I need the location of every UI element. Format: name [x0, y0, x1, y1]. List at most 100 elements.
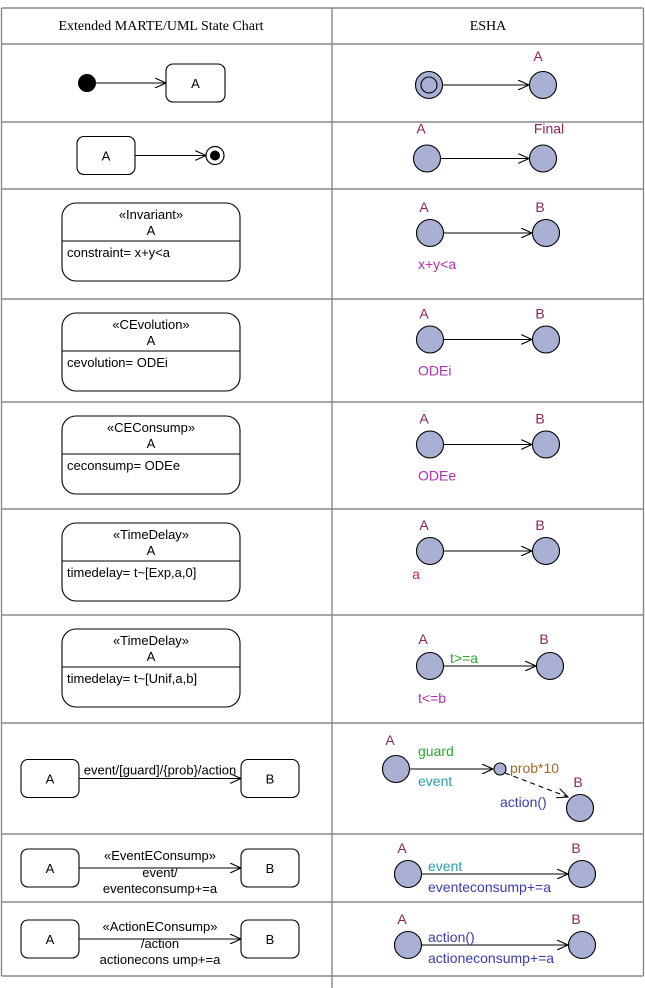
source-node: [415, 325, 445, 354]
property-label: timedelay= t~[Unif,a,b]: [67, 671, 197, 686]
initial-node-inner: [420, 76, 438, 94]
final-node-name: Final: [534, 121, 564, 137]
state-box: [240, 919, 300, 959]
source-node-name: A: [397, 840, 407, 856]
consumption-label: eventeconsump+=a: [103, 881, 218, 896]
property-label: timedelay= t~[Exp,a,0]: [67, 565, 196, 580]
target-node-name: B: [571, 840, 580, 856]
source-node-name: A: [416, 121, 426, 137]
stereotype-label: «TimeDelay»: [113, 633, 189, 648]
table-row: A A Final: [76, 121, 564, 176]
table-row: AA: [78, 48, 558, 103]
probability-label: prob*10: [510, 760, 559, 776]
source-node: [415, 430, 445, 459]
state-name: A: [147, 333, 156, 348]
action-label: action(): [500, 794, 547, 810]
source-state-name: A: [46, 932, 55, 947]
target-state-name: B: [266, 861, 275, 876]
target-node-name: B: [535, 517, 544, 533]
target-state-name: B: [266, 932, 275, 947]
source-node: [415, 651, 445, 681]
final-pseudostate-dot: [210, 150, 220, 161]
state-name: A: [147, 543, 156, 558]
target-node: [531, 430, 561, 459]
state-name: A: [102, 149, 111, 164]
source-node: [415, 536, 445, 566]
target-node-name: B: [535, 306, 544, 322]
source-node: [381, 754, 411, 784]
source-node-name: A: [419, 517, 429, 533]
invariant-label: ODEe: [418, 468, 456, 484]
initial-pseudostate: [78, 74, 96, 92]
source-node-name: A: [385, 732, 395, 748]
target-node-name: B: [571, 911, 580, 927]
source-node-name: A: [419, 199, 429, 215]
property-label: ceconsump= ODEe: [67, 458, 180, 473]
source-node-name: A: [419, 411, 429, 427]
state-name: A: [147, 649, 156, 664]
source-node-name: A: [397, 911, 407, 927]
source-node: [415, 218, 445, 248]
target-node: [531, 325, 561, 354]
guard-label: guard: [418, 743, 454, 759]
target-node: [535, 651, 565, 681]
source-state-name: A: [46, 772, 55, 787]
event-label: event: [428, 858, 462, 874]
stereotype-label: «CEvolution»: [112, 317, 189, 332]
invariant-label: ODEi: [418, 363, 451, 379]
action-label: action(): [428, 929, 475, 945]
consumption-label: actionecons ump+=a: [100, 952, 221, 967]
invariant-label: x+y<a: [418, 256, 456, 272]
target-node: [531, 218, 561, 248]
state-box: [61, 522, 241, 602]
stereotype-label: «EventEConsump»: [104, 848, 216, 863]
target-node-name: A: [533, 48, 543, 64]
state-name: A: [191, 76, 200, 91]
final-node: [528, 144, 558, 173]
header-right: ESHA: [470, 19, 507, 34]
state-name: A: [147, 223, 156, 238]
consumption-label: actioneconsump+=a: [428, 950, 554, 966]
target-state-name: B: [266, 772, 275, 787]
state-box: [61, 202, 241, 282]
header-left: Extended MARTE/UML State Chart: [58, 19, 263, 34]
target-node: [567, 930, 597, 960]
target-node-name: B: [535, 411, 544, 427]
source-node-name: A: [418, 631, 428, 647]
stereotype-label: «Invariant»: [119, 207, 183, 222]
state-box: [240, 758, 300, 799]
property-label: constraint= x+y<a: [67, 245, 171, 260]
trigger-label: /action: [141, 936, 179, 951]
event-label: event: [418, 773, 452, 789]
consumption-label: eventeconsump+=a: [428, 879, 551, 895]
source-node: [393, 930, 423, 960]
state-box: [240, 848, 300, 888]
target-node-name: B: [573, 774, 582, 790]
table-grid: [0, 7, 645, 988]
target-node: [528, 70, 558, 100]
source-node: [412, 144, 442, 173]
stereotype-label: «TimeDelay»: [113, 527, 189, 542]
state-box: [165, 63, 226, 103]
target-node: [531, 536, 561, 566]
delay-label: a: [412, 566, 420, 582]
invariant-label: t<=b: [418, 690, 446, 706]
state-box: [61, 415, 241, 495]
target-node: [567, 859, 597, 889]
target-node-name: B: [539, 631, 548, 647]
state-box: [61, 312, 241, 392]
trigger-label: event/: [142, 865, 178, 880]
source-node-name: A: [419, 306, 429, 322]
guard-label: t>=a: [450, 650, 478, 666]
transition-label: event/[guard]/{prob}/action: [84, 763, 237, 778]
property-label: cevolution= ODEi: [67, 355, 168, 370]
